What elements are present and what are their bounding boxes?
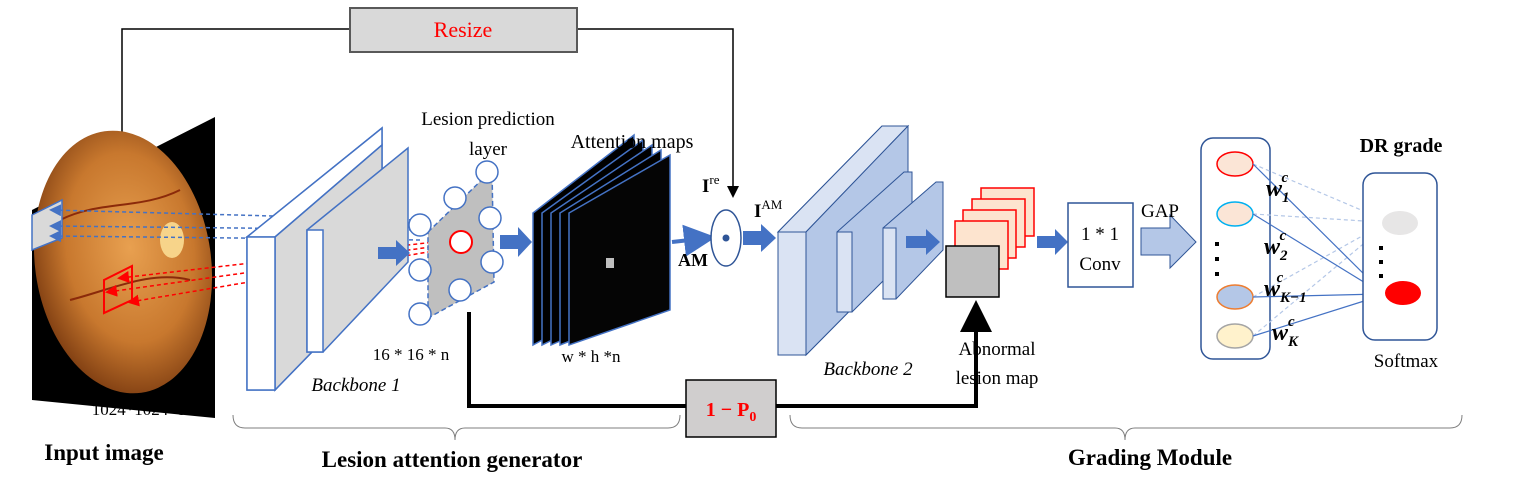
resize-connector: [121, 28, 350, 165]
arrow-to-backbone2: [743, 231, 761, 245]
arrow-to-lesion-layer: [378, 247, 396, 259]
lesion-attention-bracket: [232, 414, 681, 441]
feature-neuron-k-minus-1: [1216, 284, 1254, 310]
grading-module-bracket: [789, 414, 1463, 441]
weight-label-1: w1c: [1266, 170, 1290, 206]
fc-connections: [1252, 163, 1383, 337]
arrow-to-conv: [1037, 236, 1055, 248]
input-image: [31, 117, 215, 418]
softmax-output-red: [1385, 281, 1421, 305]
lesion-prediction-layer: [408, 160, 504, 326]
abnormal-label-line1: Abnormal: [958, 339, 1035, 360]
i-re-label: Ire: [702, 172, 720, 197]
backbone2-block: [776, 124, 944, 357]
p0-path-left: [467, 312, 686, 408]
arrow-to-attention-maps: [500, 235, 518, 249]
backbone1-block: [244, 126, 409, 392]
p0-path-right: [776, 300, 992, 408]
p0-box: [685, 379, 777, 438]
softmax-label: Softmax: [1374, 351, 1439, 372]
backbone1-label: Backbone 1: [311, 375, 400, 396]
gap-arrow: [1140, 213, 1197, 270]
weight-label-k: wKc: [1272, 314, 1299, 350]
softmax-box: [1362, 172, 1438, 341]
lesion-attention-generator-title: Lesion attention generator: [322, 447, 583, 472]
weight-label-k-minus-1: wK−1c: [1264, 270, 1307, 306]
attention-dim-label: w * h *n: [561, 347, 621, 366]
i-am-label: IAM: [754, 197, 783, 222]
am-arrow: [671, 224, 716, 257]
grading-module-title: Grading Module: [1068, 445, 1232, 470]
weight-label-2: w2c: [1264, 228, 1288, 264]
resize-label: Resize: [434, 17, 493, 42]
conv-box: [1067, 202, 1134, 288]
attention-maps-label: Attention maps: [571, 131, 694, 153]
conv-label-line2: Conv: [1079, 254, 1121, 275]
am-label: AM: [678, 250, 708, 270]
p0-label: 1 − P0: [706, 399, 757, 425]
abnormal-label-line2: lesion map: [956, 368, 1039, 389]
softmax-output-gray: [1382, 211, 1418, 235]
feature-neuron-2: [1216, 201, 1254, 227]
gap-label: GAP: [1141, 201, 1179, 222]
resize-connector-arrow: [577, 28, 739, 198]
feature-neuron-k: [1216, 323, 1254, 349]
lesion-prediction-label-line1: Lesion prediction: [421, 109, 555, 130]
feature-vector-box: [1200, 137, 1271, 360]
feature-neuron-1: [1216, 151, 1254, 177]
arrow-to-lesion-maps: [906, 236, 926, 248]
dr-grade-label: DR grade: [1360, 135, 1443, 157]
attention-maps-stack: [532, 133, 671, 347]
lesion-prediction-label-line2: layer: [469, 139, 508, 160]
resize-box: [349, 7, 578, 53]
input-dim-label: 1024*1024*c: [92, 400, 185, 419]
conv-label-line1: 1 * 1: [1081, 224, 1119, 245]
input-image-title: Input image: [44, 440, 164, 465]
backbone1-dim-label: 16 * 16 * n: [373, 345, 450, 364]
backbone2-label: Backbone 2: [823, 359, 913, 380]
abnormal-lesion-map-stack: [945, 187, 1035, 298]
